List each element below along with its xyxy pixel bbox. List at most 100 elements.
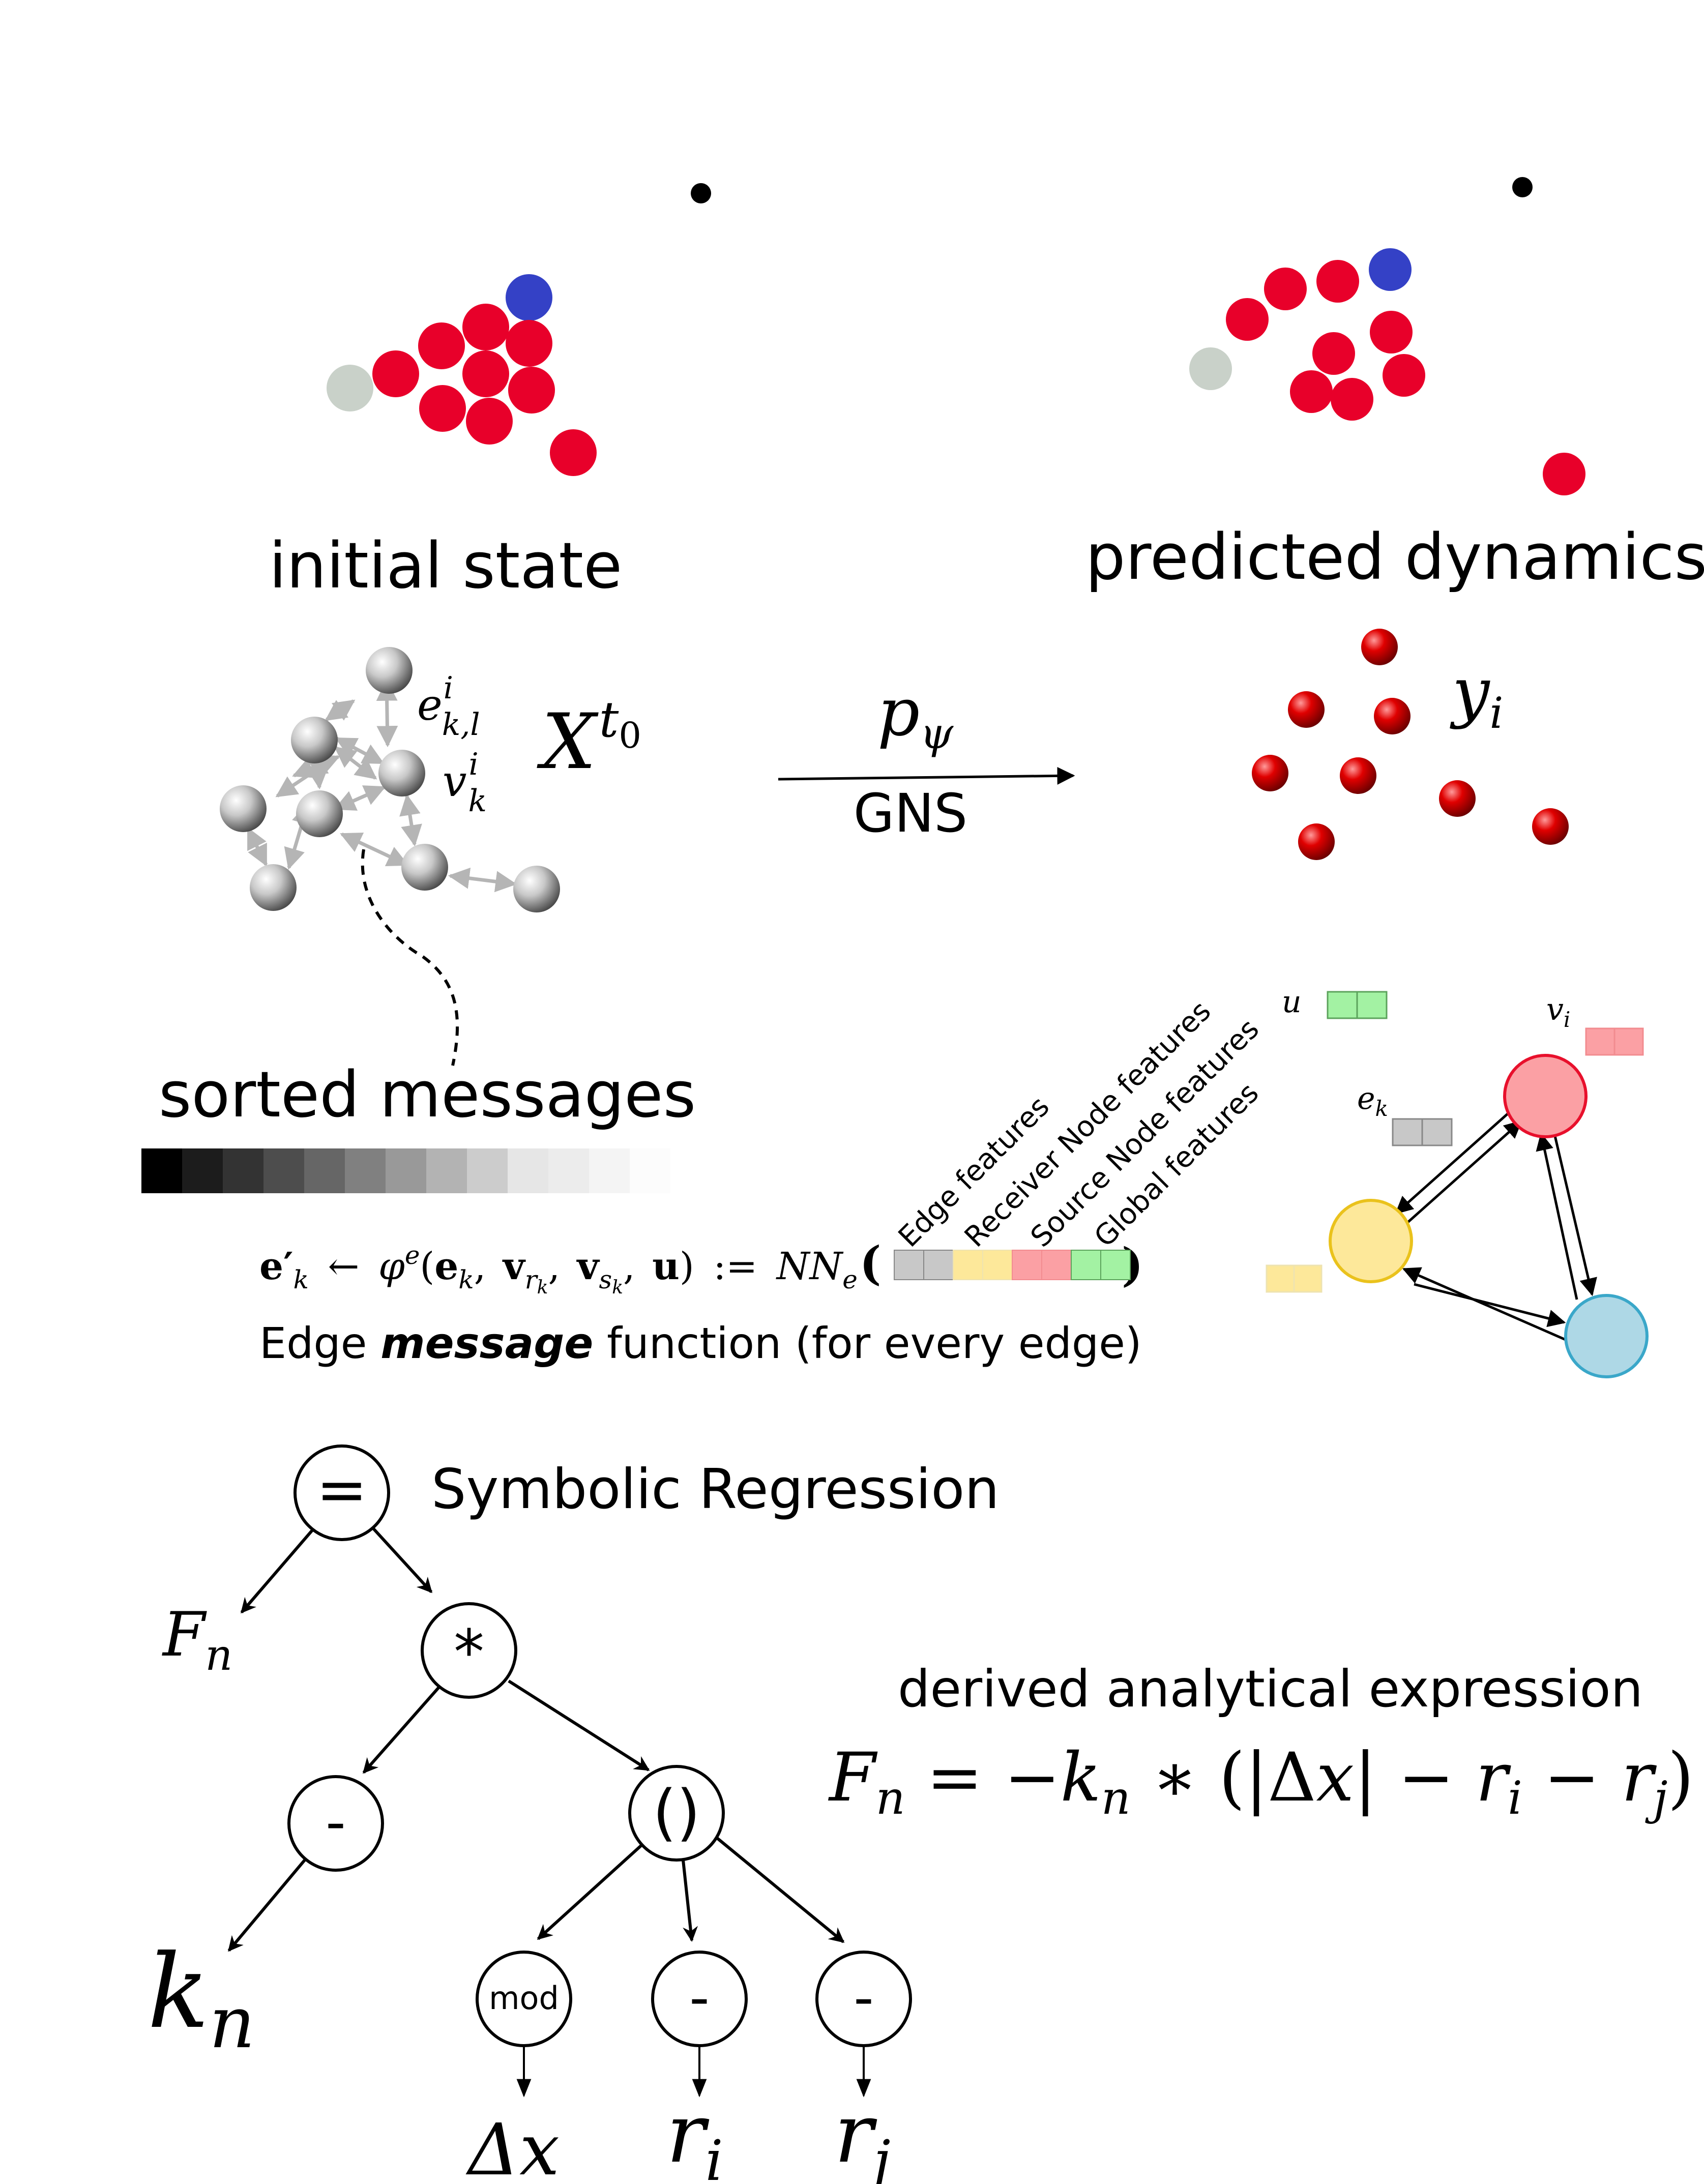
output-sphere [1361,629,1398,665]
svg-text:u: u [1282,984,1302,1020]
graph-node-sphere [220,785,267,832]
particle-red [550,429,597,476]
output-sphere [1288,691,1325,728]
graph-legend-u: u [1282,984,1302,1020]
leaf-k-n: kn [148,1933,255,2064]
particle-blue [1369,248,1412,291]
model-name: GNS [854,782,967,844]
sorted-messages-label: sorted messages [159,1058,696,1132]
tree-node-equals [293,1444,390,1541]
source-feature-cell [1012,1250,1042,1280]
graph-node-sphere [296,790,343,837]
gradient-cell [223,1148,263,1193]
receiver-cell [1293,1264,1323,1293]
gns-arrow [778,766,1075,785]
svg-text:-: - [854,1965,874,2030]
particle-red [418,322,465,369]
particle-red [1226,298,1269,341]
tree-node-multiply [421,1602,517,1699]
output-particles [1252,629,1569,860]
graph-node-pink [1503,1054,1588,1138]
attributed-graph: u vi ek [1266,984,1649,1378]
particle-blue [506,274,552,321]
predicted-dynamics-label: predicted dynamics [1085,521,1704,594]
gradient-cell [141,1148,182,1193]
edge-cell [1392,1118,1423,1146]
particle-red [1383,354,1425,397]
receiver-feature-cell [982,1250,1013,1280]
expression-tree-leaves: Fn kn Δx ri rj [148,1600,891,2184]
expression-tree-edges [227,1519,871,2098]
gradient-cell [548,1148,589,1193]
output-sphere [1532,808,1569,845]
feature-labels: Edge features Receiver Node features Sou… [892,995,1266,1254]
node-cell [1613,1027,1644,1056]
gradient-cell [467,1148,508,1193]
svg-text:pψ: pψ [877,673,954,758]
particle-red [1312,332,1355,375]
svg-text:-: - [689,1965,710,2030]
graph-legend-v: vi [1546,992,1570,1032]
predicted-dynamics-particles [1189,177,1585,495]
graph-edge [334,785,386,811]
global-cell [1327,991,1358,1019]
particle-black [691,183,711,203]
svg-text:ek: ek [1357,1081,1388,1121]
tree-node-minus [815,1951,912,2047]
symbolic-regression-title: Symbolic Regression [431,1458,1000,1521]
svg-text:vi: vi [1546,992,1570,1032]
particle-gray [327,365,373,411]
leaf-F-n: Fn [162,1600,232,1680]
tree-node-paren [628,1765,725,1862]
gradient-cell [386,1148,426,1193]
graph-node-sphere [366,647,413,694]
edge-cell [1421,1118,1453,1146]
graph-edge [448,867,517,893]
initial-state-label: initial state [269,529,623,603]
svg-text:Fn = −kn ∗ (|Δx| − ri − rj): Fn = −kn ∗ (|Δx| − ri − rj) [828,1738,1694,1825]
gradient-cell [589,1148,630,1193]
graph-node-yellow [1329,1199,1413,1283]
edge-feature-cell [894,1250,924,1280]
feature-label-receiver: Receiver Node features [958,995,1217,1254]
derived-expression: Fn = −kn ∗ (|Δx| − ri − rj) [828,1738,1694,1825]
particle-red [462,304,509,350]
svg-text:=: = [316,1455,368,1525]
svg-text:eik,l: eik,l [417,670,480,743]
particle-red [372,350,419,397]
initial-state-particles [327,183,711,476]
gradient-cell [304,1148,345,1193]
global-feature-cell [1100,1250,1131,1280]
graph-state-label: Xt0 [537,691,641,786]
graph-edges [246,679,517,893]
graph-edge [335,736,385,765]
edge-feature-cell [923,1250,954,1280]
svg-text:(): () [653,1778,700,1848]
graph-node-sphere [378,750,425,796]
source-feature-cell [1041,1250,1072,1280]
particle-red [1290,370,1333,413]
particle-black [1512,177,1533,197]
svg-text:Xt0: Xt0 [537,691,641,786]
output-sphere [1298,823,1335,860]
particle-red [1316,260,1359,303]
output-sphere [1374,698,1411,734]
graph-node-blue [1564,1294,1649,1378]
particle-red [466,398,513,445]
particle-red [419,385,466,432]
output-sphere [1340,757,1376,794]
graph-edge-arrow [1402,1267,1568,1342]
graph-node-sphere [513,866,560,912]
model-symbol: pψ [877,673,954,758]
derived-expression-caption: derived analytical expression [898,1659,1643,1719]
graph-edge-arrow [1395,1108,1514,1215]
output-label: yi [1450,653,1503,738]
receiver-feature-cell [953,1250,983,1280]
graph-edge-arrow [1536,1132,1578,1300]
receiver-cell [1266,1264,1295,1293]
svg-text:*: * [454,1617,484,1688]
graph-nodes [220,647,560,912]
